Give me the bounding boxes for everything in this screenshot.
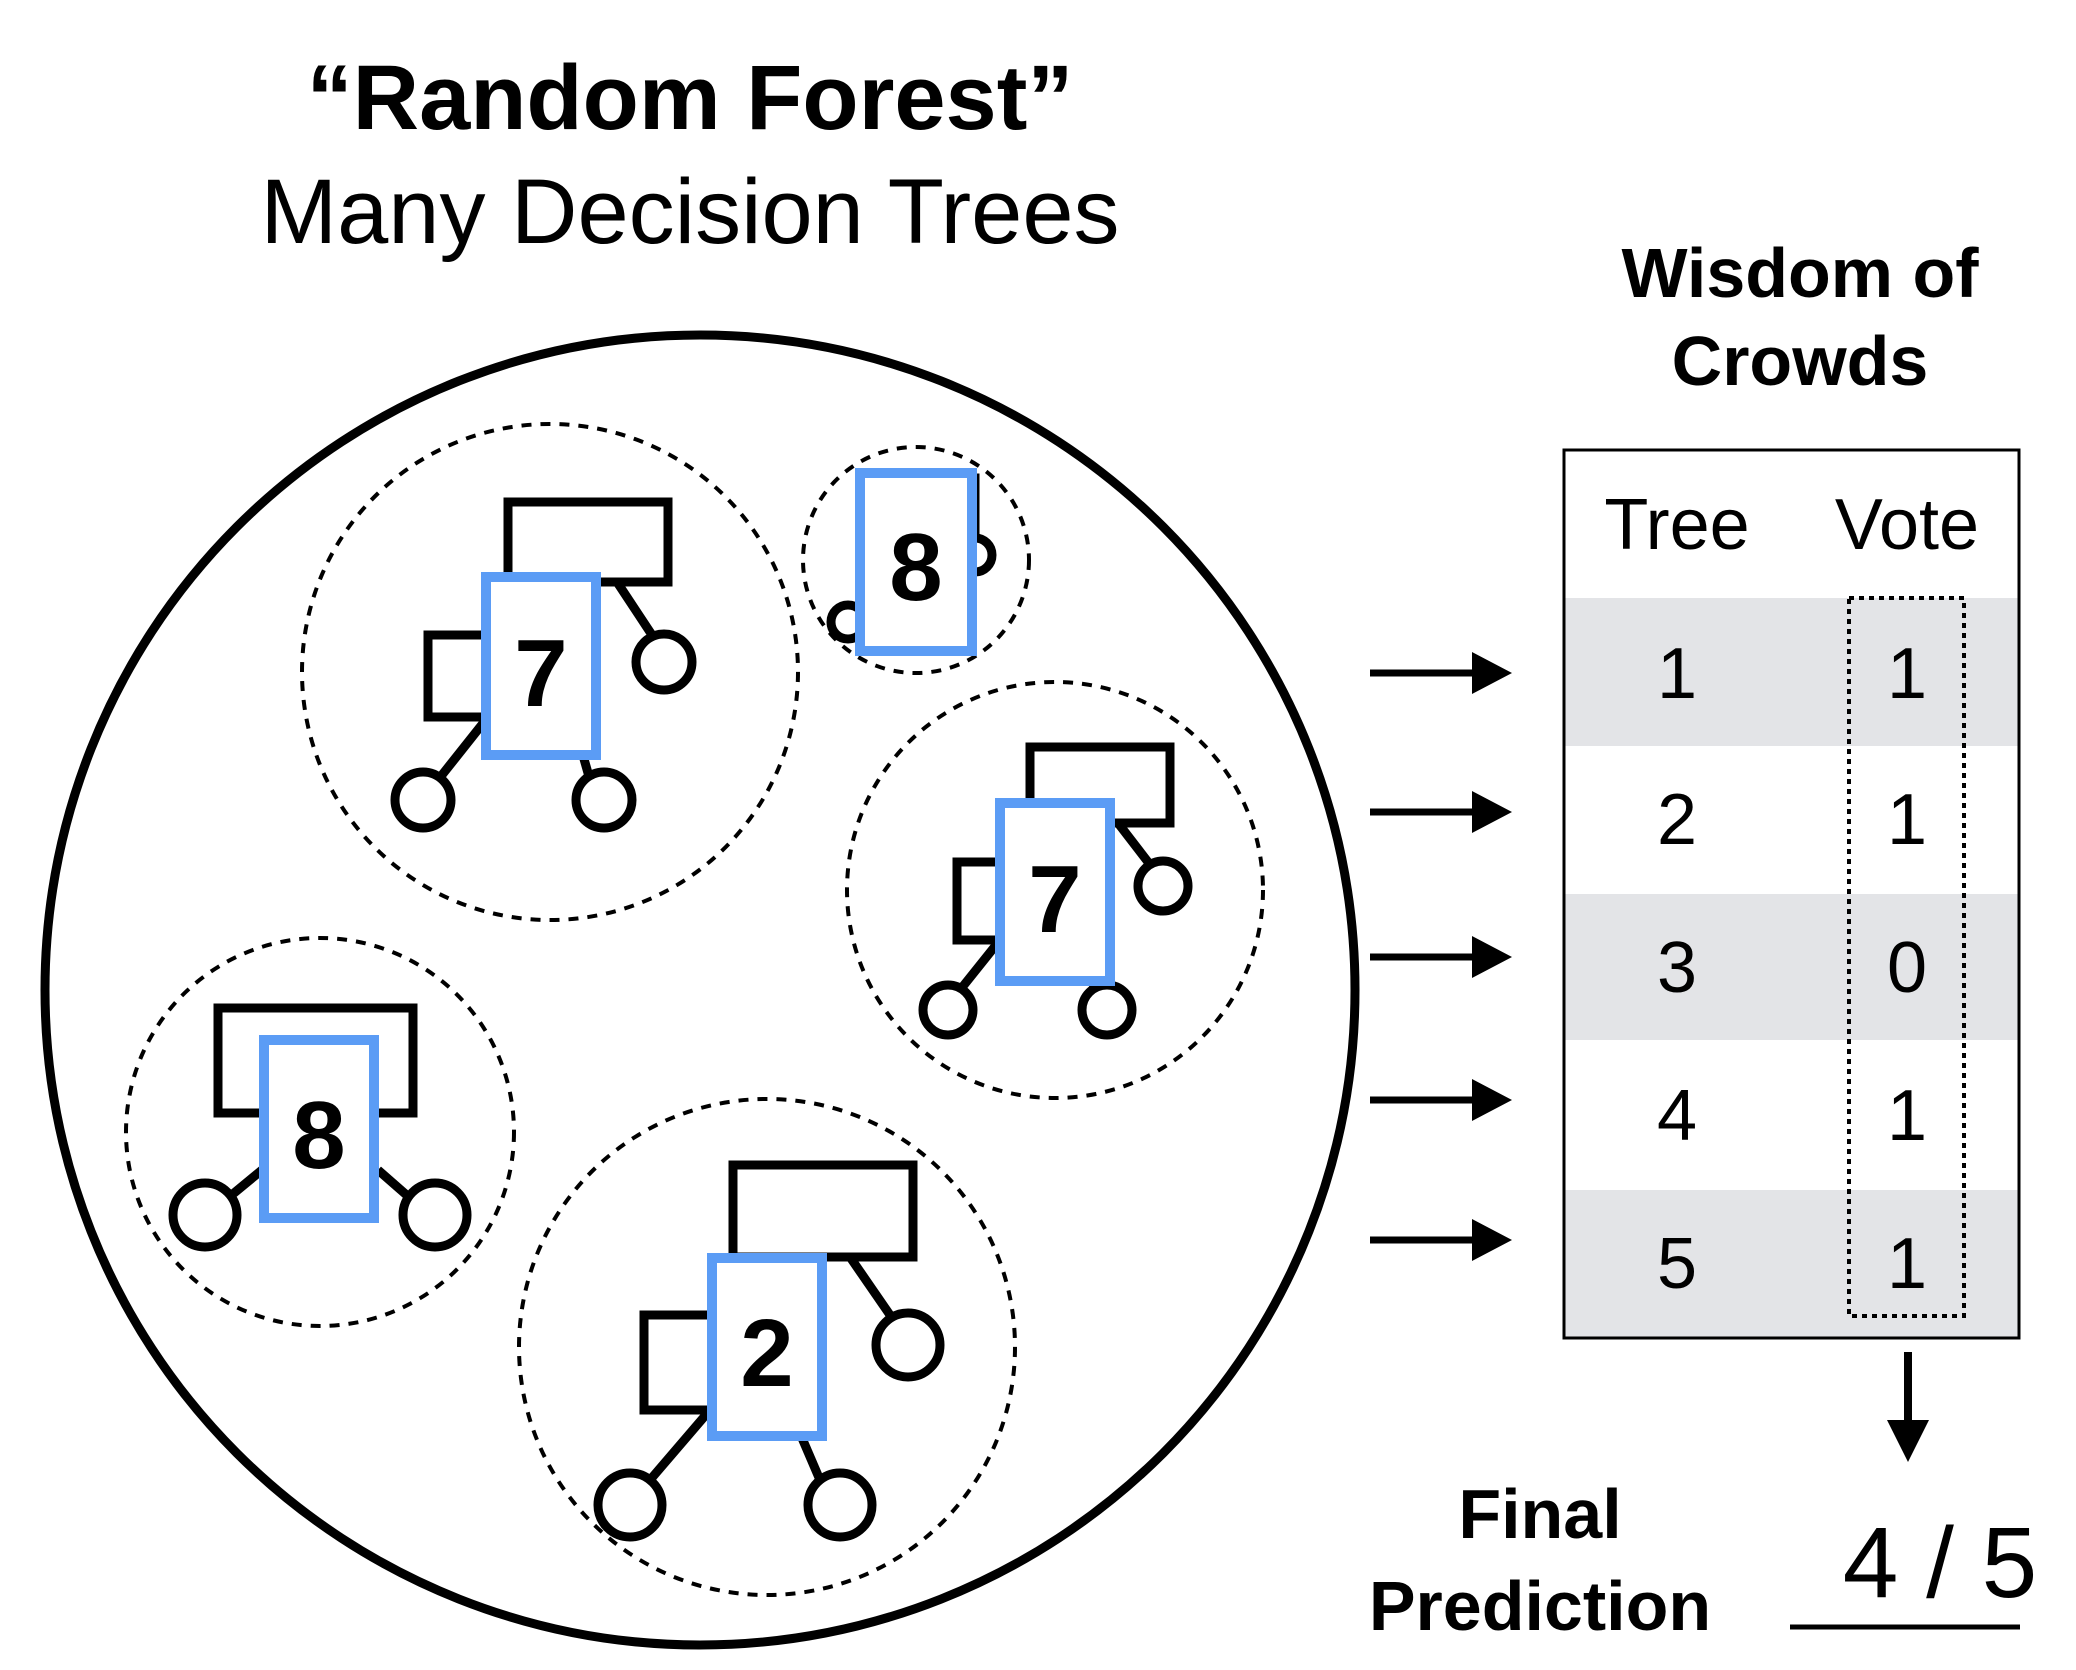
arrow-row-4 — [1370, 1079, 1512, 1121]
final-prediction-value: 4 / 5 — [1842, 1507, 2038, 1619]
table-cell-tree-5: 5 — [1656, 1224, 1698, 1304]
table-cell-tree-1: 1 — [1656, 634, 1698, 714]
tree-group-circle-5 — [517, 1097, 1017, 1597]
diagram-subtitle: Many Decision Trees — [260, 161, 1120, 263]
final-label-line-2: Prediction — [1368, 1567, 1712, 1645]
wisdom-heading-line-1: Wisdom of — [1621, 234, 1979, 312]
vote-table — [1562, 448, 2021, 1340]
prediction-label-tree-3: 7 — [1028, 846, 1081, 953]
table-row-shade-1 — [1564, 598, 2019, 746]
table-header-tree: Tree — [1604, 485, 1750, 565]
decision-tree-4 — [168, 1003, 472, 1252]
vote-arrows — [1370, 652, 1512, 1261]
table-cell-vote-3: 0 — [1886, 928, 1928, 1008]
tree-group-circle-3 — [845, 680, 1265, 1100]
table-border — [1562, 448, 2021, 1340]
prediction-box-tree-1 — [481, 572, 601, 760]
tree-group-circle-2 — [801, 445, 1031, 675]
arrow-row-3 — [1370, 936, 1512, 978]
table-cell-tree-3: 3 — [1656, 928, 1698, 1008]
prediction-label-tree-5: 2 — [740, 1300, 793, 1407]
table-cell-vote-4: 1 — [1886, 1076, 1928, 1156]
arrow-row-5 — [1370, 1219, 1512, 1261]
table-header-vote: Vote — [1834, 485, 1980, 565]
wisdom-heading-line-2: Crowds — [1671, 322, 1929, 400]
prediction-box-tree-3 — [995, 798, 1115, 986]
final-label-line-1: Final — [1458, 1475, 1622, 1553]
vote-column-highlight — [1847, 596, 1966, 1318]
diagram-title: “Random Forest” — [306, 47, 1074, 149]
table-cell-vote-5: 1 — [1886, 1224, 1928, 1304]
prediction-label-tree-2: 8 — [889, 514, 942, 621]
table-cell-tree-4: 4 — [1656, 1076, 1698, 1156]
table-row-shade-3 — [1564, 894, 2019, 1040]
arrow-row-2 — [1370, 791, 1512, 833]
table-row-shade-5 — [1564, 1190, 2019, 1338]
table-cell-vote-1: 1 — [1886, 634, 1928, 714]
prediction-label-tree-1: 7 — [514, 620, 567, 727]
down-arrow — [1887, 1352, 1929, 1462]
prediction-box-tree-5 — [707, 1253, 827, 1441]
prediction-label-tree-4: 8 — [292, 1082, 345, 1189]
tree-group-circle-4 — [124, 936, 516, 1328]
table-cell-vote-2: 1 — [1886, 780, 1928, 860]
forest-circle — [40, 330, 1360, 1650]
table-cell-tree-2: 2 — [1656, 780, 1698, 860]
prediction-box-tree-4 — [259, 1035, 379, 1223]
prediction-box-tree-2 — [855, 468, 977, 656]
arrow-row-1 — [1370, 652, 1512, 694]
tree-group-circle-1 — [300, 422, 800, 922]
